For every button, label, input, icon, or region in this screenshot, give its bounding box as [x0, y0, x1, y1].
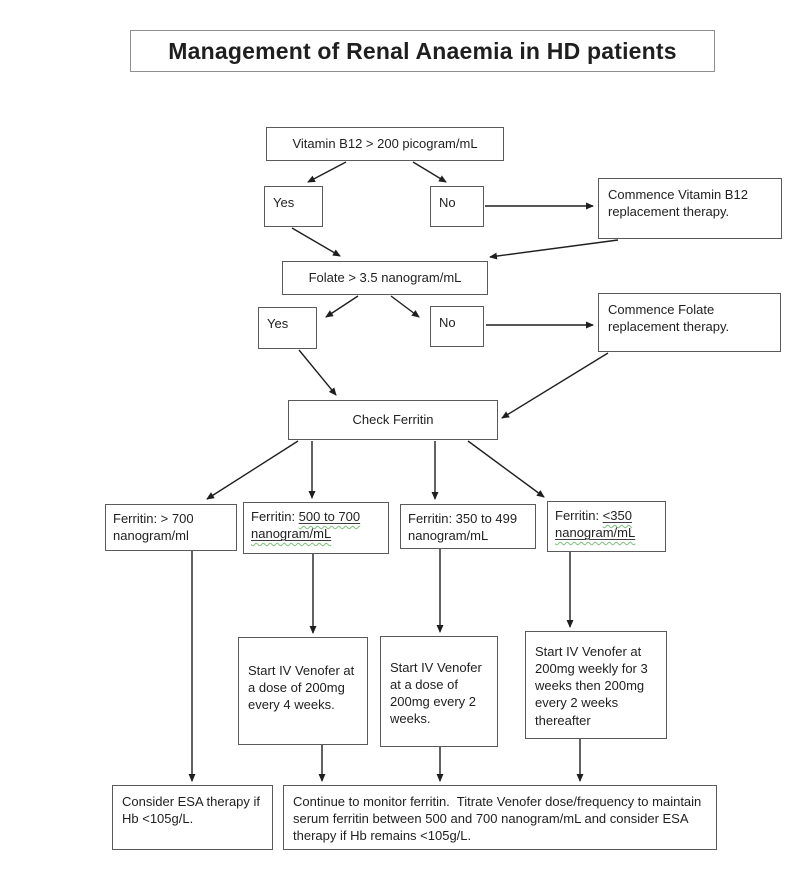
node-venofer-every-2-weeks-label: Start IV Venofer at a dose of 200mg ever… — [390, 660, 482, 727]
node-b12-check-label: Vitamin B12 > 200 picogram/mL — [292, 136, 478, 152]
node-folate-check-label: Folate > 3.5 nanogram/mL — [308, 270, 462, 286]
node-folate-yes: Yes — [258, 307, 317, 349]
arrow-b12-to-yes — [307, 161, 347, 183]
flowchart-title: Management of Renal Anaemia in HD patien… — [130, 30, 715, 72]
node-ferritin-500-700-label: Ferritin: 500 to 700 nanogram/mL — [251, 509, 360, 541]
ferritin-under-350-range: <350 nanogram/mL — [555, 508, 636, 541]
ferritin-under-350-underlined: <350 nanogram/mL — [555, 508, 635, 540]
arrow-folate-to-yes — [325, 295, 359, 318]
arrow-check-to-ferritin-over700 — [206, 440, 299, 500]
node-folate-no-label: No — [439, 315, 456, 330]
node-b12-yes-label: Yes — [273, 195, 295, 210]
ferritin-500-700-range: 500 to 700 nanogram/mL — [251, 509, 361, 542]
node-venofer-weekly: Start IV Venofer at 200mg weekly for 3 w… — [525, 631, 667, 739]
node-check-ferritin: Check Ferritin — [288, 400, 498, 440]
node-ferritin-500-700: Ferritin: 500 to 700 nanogram/mL — [243, 502, 389, 554]
node-venofer-every-4-weeks-label: Start IV Venofer at a dose of 200mg ever… — [248, 663, 355, 713]
arrow-b12-to-no — [412, 161, 447, 183]
node-b12-yes: Yes — [264, 186, 323, 227]
node-continue-monitor: Continue to monitor ferritin. Titrate Ve… — [283, 785, 717, 850]
node-venofer-weekly-label: Start IV Venofer at 200mg weekly for 3 w… — [535, 644, 648, 728]
node-commence-b12: Commence Vitamin B12 replacement therapy… — [598, 178, 782, 239]
node-check-ferritin-label: Check Ferritin — [352, 412, 434, 428]
arrow-commence-folate-to-check-ferritin — [501, 352, 609, 419]
node-ferritin-350-499-label: Ferritin: 350 to 499 nanogram/mL — [408, 511, 518, 544]
arrow-commence-b12-to-folate — [489, 239, 619, 260]
node-venofer-every-4-weeks: Start IV Venofer at a dose of 200mg ever… — [238, 637, 368, 745]
node-ferritin-under-350-label: Ferritin: <350 nanogram/mL — [555, 508, 635, 540]
arrow-check-to-ferritin-under350 — [467, 440, 545, 498]
arrow-yes-to-check-ferritin — [298, 349, 337, 396]
node-ferritin-under-350: Ferritin: <350 nanogram/mL — [547, 501, 666, 552]
node-commence-b12-label: Commence Vitamin B12 replacement therapy… — [608, 187, 748, 220]
node-b12-no: No — [430, 186, 484, 227]
node-ferritin-over-700-label: Ferritin: > 700 nanogram/ml — [113, 511, 194, 544]
arrow-folate-to-no — [390, 295, 420, 318]
ferritin-under-350-prefix: Ferritin: — [555, 508, 603, 523]
node-venofer-every-2-weeks: Start IV Venofer at a dose of 200mg ever… — [380, 636, 498, 747]
node-folate-check: Folate > 3.5 nanogram/mL — [282, 261, 488, 295]
node-b12-check: Vitamin B12 > 200 picogram/mL — [266, 127, 504, 161]
node-commence-folate: Commence Folate replacement therapy. — [598, 293, 781, 352]
ferritin-500-700-prefix: Ferritin: — [251, 509, 299, 524]
ferritin-500-700-underlined: 500 to 700 nanogram/mL — [251, 509, 360, 541]
flowchart-title-text: Management of Renal Anaemia in HD patien… — [168, 37, 677, 64]
node-consider-esa: Consider ESA therapy if Hb <105g/L. — [112, 785, 273, 850]
node-continue-monitor-label: Continue to monitor ferritin. Titrate Ve… — [293, 794, 705, 844]
node-folate-no: No — [430, 306, 484, 347]
node-consider-esa-label: Consider ESA therapy if Hb <105g/L. — [122, 794, 261, 827]
node-ferritin-over-700: Ferritin: > 700 nanogram/ml — [105, 504, 237, 551]
node-commence-folate-label: Commence Folate replacement therapy. — [608, 302, 730, 335]
node-ferritin-350-499: Ferritin: 350 to 499 nanogram/mL — [400, 504, 536, 549]
arrow-yes-to-folate — [291, 227, 341, 257]
node-folate-yes-label: Yes — [267, 316, 289, 331]
node-b12-no-label: No — [439, 195, 456, 210]
